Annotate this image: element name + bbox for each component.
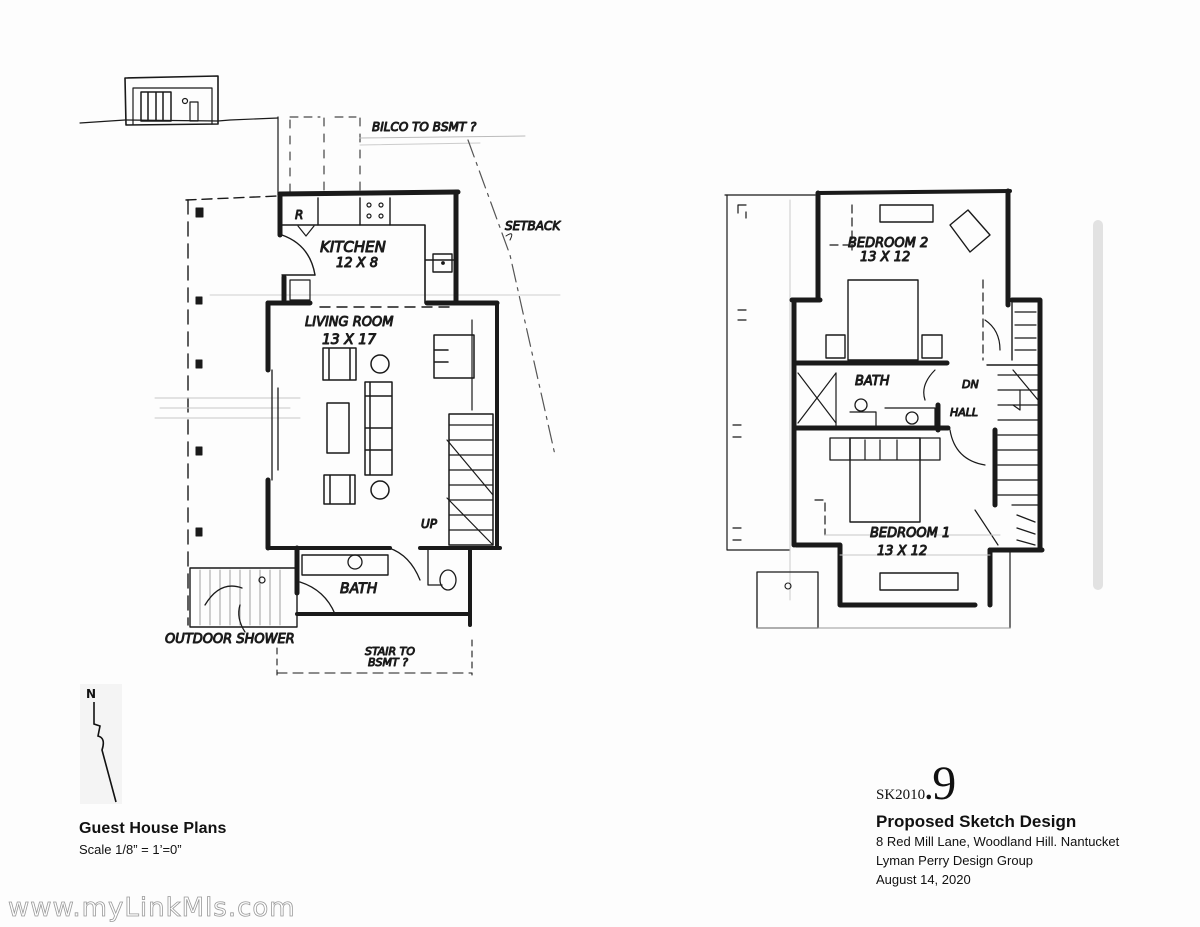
label-kitchen-dim: 12 X 8: [336, 256, 378, 271]
label-bsmt: BSMT ?: [368, 656, 408, 669]
design-firm: Lyman Perry Design Group: [876, 853, 1034, 868]
label-bedroom-2: BEDROOM 2: [848, 236, 928, 251]
north-label: N: [86, 687, 96, 701]
sheet-prefix: SK2010: [876, 787, 926, 803]
north-arrow: N: [80, 684, 122, 804]
ground-floor-plan: [79, 75, 561, 676]
label-setback: SETBACK: [505, 219, 561, 233]
project-address: 8 Red Mill Lane, Woodland Hill. Nantucke…: [876, 834, 1120, 849]
label-down: DN: [962, 378, 979, 391]
label-hall: HALL: [950, 406, 978, 419]
label-bedroom-1: BEDROOM 1: [870, 526, 950, 541]
label-bedroom-2-dim: 13 X 12: [860, 250, 910, 265]
label-bath-upper: BATH: [855, 374, 890, 389]
label-bath-ground: BATH: [340, 581, 378, 597]
drawing-date: August 14, 2020: [876, 872, 971, 887]
label-bilco: BILCO TO BSMT ?: [372, 120, 477, 134]
title-block-left: Guest House Plans Scale 1/8” = 1’=0”: [79, 820, 227, 857]
label-refrigerator: R: [295, 208, 303, 222]
sheet-number: 9: [932, 757, 957, 810]
upper-floor-plan: [724, 188, 1103, 629]
north-arrow-icon: N: [86, 687, 117, 803]
label-living-dim: 13 X 17: [322, 332, 376, 348]
label-outdoor-shower: OUTDOOR SHOWER: [165, 632, 295, 647]
sheet-id: SK2010.9: [876, 760, 1119, 810]
label-bedroom-1-dim: 13 X 12: [877, 544, 927, 559]
drawing-scale: Scale 1/8” = 1’=0”: [79, 842, 182, 857]
project-title: Proposed Sketch Design: [876, 812, 1077, 831]
watermark: www.myLinkMls.com: [8, 893, 296, 924]
label-living-room: LIVING ROOM: [305, 315, 393, 330]
drawing-title: Guest House Plans: [79, 820, 227, 837]
title-block-right: SK2010.9 Proposed Sketch Design 8 Red Mi…: [876, 760, 1119, 889]
label-kitchen: KITCHEN: [320, 238, 386, 256]
label-up: UP: [421, 517, 438, 531]
label-stair-to: STAIR TO: [365, 645, 415, 658]
sheet-dot: .: [925, 775, 933, 806]
